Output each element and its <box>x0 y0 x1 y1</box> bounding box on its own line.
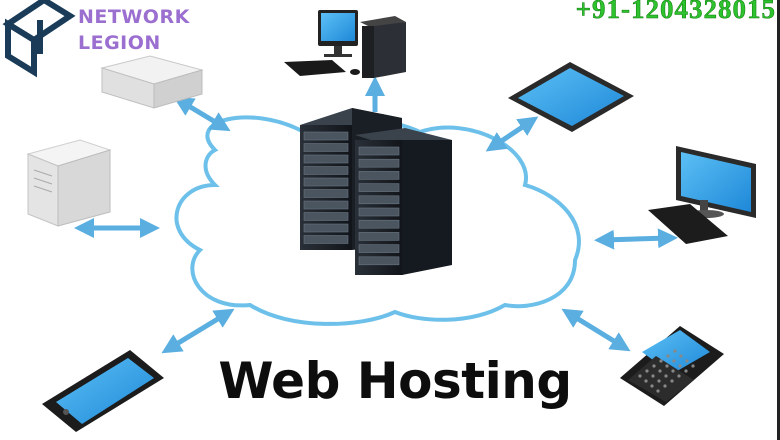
keypad-key <box>670 379 674 383</box>
connection-arrows <box>74 76 678 354</box>
phone-number: +91-1204328015 <box>575 0 776 24</box>
rack-slot <box>358 171 400 180</box>
rack-slot <box>358 232 400 241</box>
rack-slot <box>303 189 349 198</box>
rack-slot <box>358 195 400 205</box>
keypad-key <box>657 379 661 383</box>
keypad-key <box>677 374 681 378</box>
arrow-touch-phone <box>161 308 235 354</box>
keypad-key <box>663 384 667 388</box>
keypad-key <box>659 359 663 363</box>
rack-slot <box>303 200 349 210</box>
arrow-blackberry <box>561 308 631 352</box>
rack-slot <box>358 183 400 192</box>
rack-slot <box>358 158 400 168</box>
keypad-key <box>671 369 675 373</box>
logo-text-network: NETWORK <box>78 6 190 28</box>
tablet <box>508 62 634 132</box>
desktop-computer <box>284 10 406 78</box>
keypad-key <box>664 374 668 378</box>
keypad-key <box>685 359 689 363</box>
page-title: Web Hosting <box>218 352 572 410</box>
logo-text-legion: LEGION <box>78 32 161 54</box>
rack-server <box>100 55 204 109</box>
keypad-key <box>650 384 654 388</box>
keypad-key <box>665 364 669 368</box>
rack-slot <box>303 223 349 233</box>
rack-slot <box>303 177 349 187</box>
keypad-key <box>672 359 676 363</box>
rack-slot <box>303 143 349 152</box>
arrow-rack-server <box>173 96 231 132</box>
keypad-key <box>666 354 670 358</box>
rack-slot <box>303 166 349 175</box>
arrow-tablet <box>485 116 539 152</box>
rack-slot <box>303 212 349 221</box>
rack-slot <box>303 154 349 164</box>
keypad-key <box>658 369 662 373</box>
keypad-key <box>656 389 660 393</box>
rack-slot <box>303 131 349 141</box>
rack-slot <box>358 256 400 266</box>
keypad-key <box>691 364 695 368</box>
monitor-keyboard <box>648 146 756 244</box>
tower-server <box>26 139 112 227</box>
blackberry-phone <box>620 326 724 406</box>
rack-slot <box>358 207 400 217</box>
rack-slot <box>358 219 400 229</box>
keypad <box>638 349 695 393</box>
keypad-key <box>651 374 655 378</box>
arrow-monitor <box>594 228 678 250</box>
brand-logo: NETWORK LEGION <box>0 0 220 70</box>
network-legion-logo-mark <box>2 0 76 78</box>
rack-slot <box>358 146 400 156</box>
keypad-key <box>644 379 648 383</box>
touch-smartphone <box>42 350 164 432</box>
keypad-key <box>652 364 656 368</box>
keypad-key <box>638 374 642 378</box>
keypad-key <box>673 349 677 353</box>
keypad-key <box>684 369 688 373</box>
rack-slot <box>303 235 349 244</box>
rack-slots <box>303 131 400 266</box>
keypad-key <box>678 364 682 368</box>
rack-slot <box>358 244 400 253</box>
frame-border <box>777 0 780 440</box>
keypad-key <box>645 369 649 373</box>
keypad-key <box>679 354 683 358</box>
